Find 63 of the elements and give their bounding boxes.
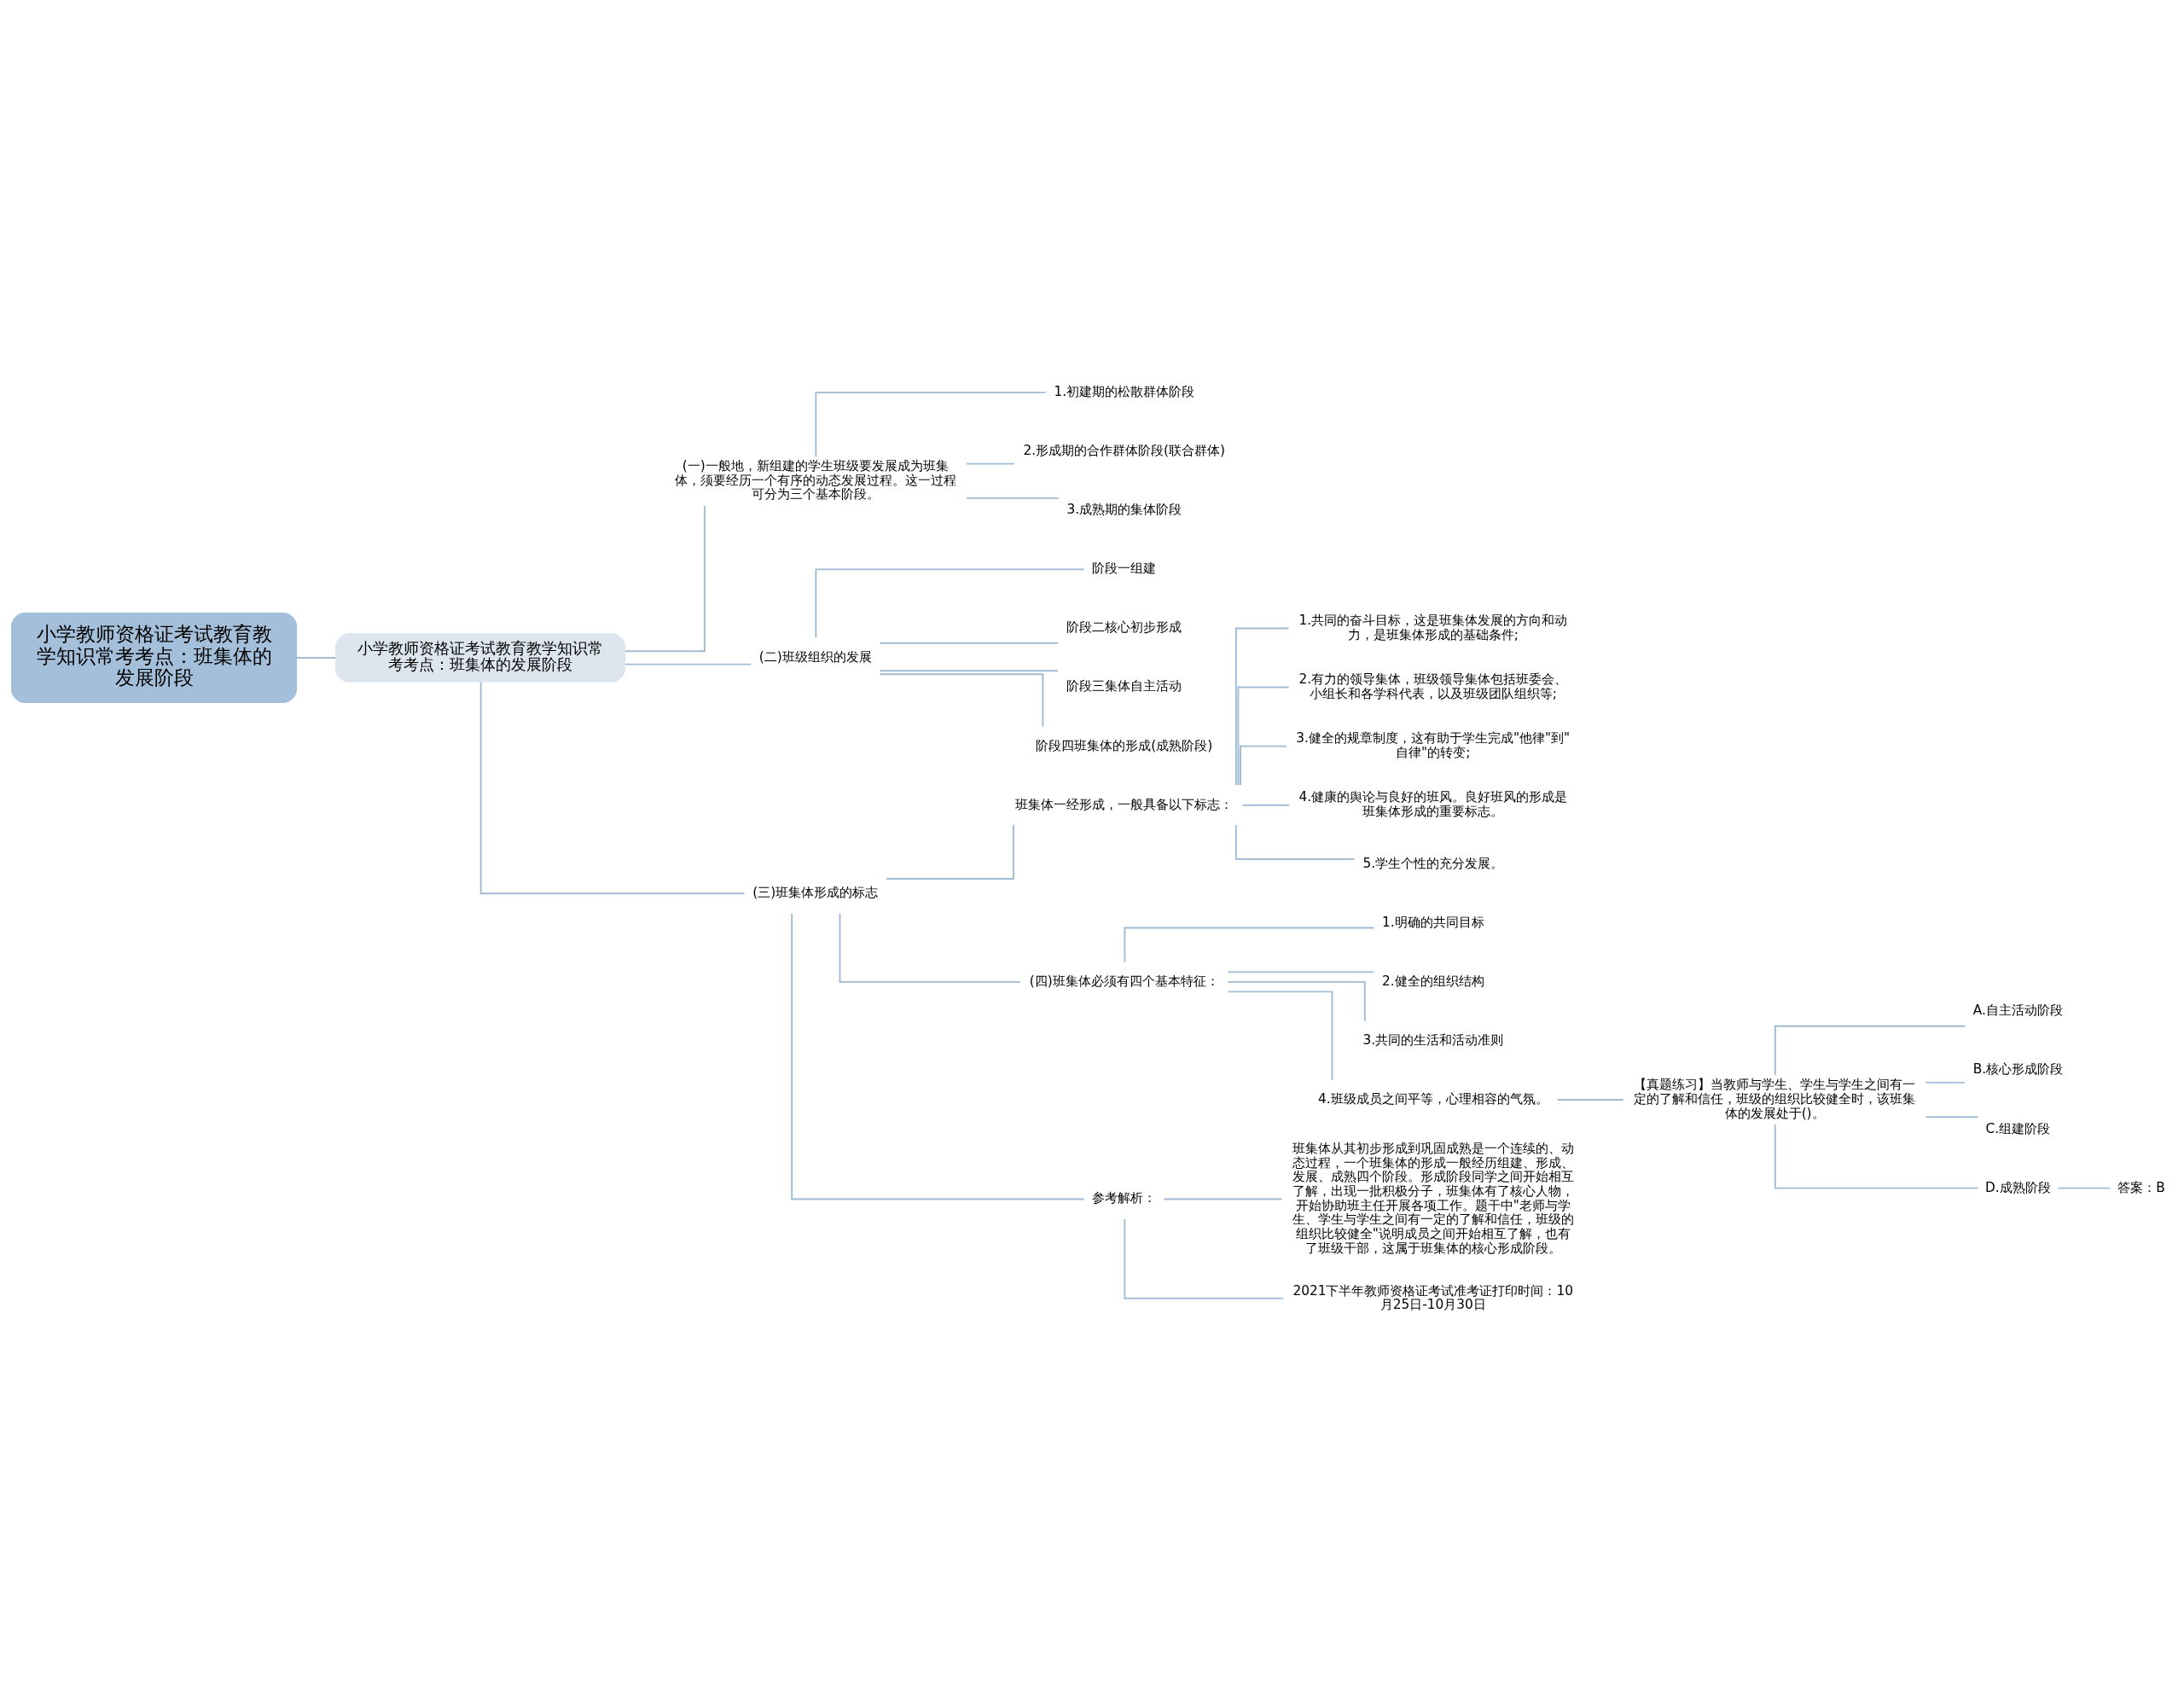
node-text: 3.健全的规章制度，这有助于学生完成"他律"到"自律"的转变; [1296,730,1571,760]
connector [791,912,1085,1200]
connector [885,823,1014,880]
node-text: B.核心形成阶段 [1972,1061,2064,1078]
connector [624,663,752,665]
node-text: 2.健全的组织结构 [1381,973,1484,989]
node-text: 3.成熟期的集体阶段 [1066,502,1182,518]
node-text: (二)班级组织的发展 [758,648,872,665]
node-text: 4.班级成员之间平等，心理相容的气氛。 [1317,1091,1548,1107]
connector [624,504,706,653]
connector [1227,991,1333,1081]
node-text: C.组建阶段 [1985,1120,2051,1136]
node-text: 1.共同的奋斗目标，这是班集体发展的方向和动力，是班集体形成的基础条件; [1298,613,1568,642]
node-text: 2.形成期的合作群体阶段(联合群体) [1023,443,1226,459]
node-text: 4.健康的舆论与良好的班风。良好班风的形成是班集体形成的重要标志。 [1298,789,1568,819]
node-text: 阶段二核心初步形成 [1066,619,1182,636]
connector [1237,686,1290,787]
connector [1774,1123,1979,1189]
connector [1925,1116,1979,1119]
connector [1557,1099,1624,1101]
connector [1124,1218,1285,1299]
node-text: 3.共同的生活和活动准则 [1362,1031,1504,1048]
node-text: 2.有力的领导集体，班级领导集体包括班委会、小组长和各学科代表，以及班级团队组织等; [1298,671,1568,701]
connector [479,681,746,895]
connector [1241,804,1290,806]
connector [1227,971,1375,973]
node-text: 参考解析： [1092,1190,1157,1206]
connector [1234,627,1290,787]
node-text: 【真题练习】当教师与学生、学生与学生之间有一定的了解和信任，班级的组织比较健全时，该班集体的发展处于()。 [1634,1077,1916,1121]
node-text: (三)班集体形成的标志 [752,885,879,901]
node-box: 小学教师资格证考试教育教学知识常考考点：班集体的发展阶段 [334,633,626,683]
connector [1227,980,1366,1022]
connector [1925,1081,1966,1084]
node-text: 答案：B [2117,1179,2165,1195]
connector [1163,1198,1283,1200]
connector [966,497,1060,499]
node-text: 班集体一经形成，一般具备以下标志： [1015,796,1234,812]
connector [815,392,1047,457]
node-text: 1.初建期的松散群体阶段 [1054,384,1195,400]
connector [295,657,337,659]
node-text: 2021下半年教师资格证考试准考证打印时间：10月25日-10月30日 [1292,1282,1574,1313]
connector [879,642,1060,644]
connector [1240,745,1287,787]
connector [1234,823,1356,860]
node-text: 班集体从其初步形成到巩固成熟是一个连续的、动态过程，一个班集体的形成一般经历组建、形成、发展、成熟四个阶段。形成阶段同学之间开始相互了解，出现一批积极分子，班集体有了核心人物，开始协助班主任开展各项工作。题干中"老师与学生、学生与学生之间有一定的了解和信任，班级的组织比较健全"说明成员之间开始相互了解，也有了班级干部，这属于班集体的核心形成阶段。 [1292,1141,1574,1256]
node-text: 阶段四班集体的形成(成熟阶段) [1036,737,1213,753]
connector [879,673,1044,728]
node-text: 1.明确的共同目标 [1381,914,1484,930]
node-text: 5.学生个性的充分发展。 [1362,855,1504,871]
node-text: (一)一般地，新组建的学生班级要发展成为班集体，须要经历一个有序的动态发展过程。这一过程可分为三个基本阶段。 [674,458,956,503]
node-text: D.成熟阶段 [1985,1179,2051,1195]
connector [815,568,1085,639]
connector [839,912,1021,983]
connector [1774,1025,1966,1076]
connector [879,670,1060,672]
node-text: 阶段一组建 [1092,561,1157,577]
connector [966,462,1015,465]
node-text: 阶段三集体自主活动 [1066,678,1182,694]
node-text: A.自主活动阶段 [1972,1002,2063,1019]
connector [1124,927,1375,963]
node-box: 小学教师资格证考试教育教学知识常考考点：班集体的发展阶段 [10,612,298,704]
connector [2057,1187,2111,1189]
node-text: (四)班集体必须有四个基本特征： [1029,973,1219,989]
